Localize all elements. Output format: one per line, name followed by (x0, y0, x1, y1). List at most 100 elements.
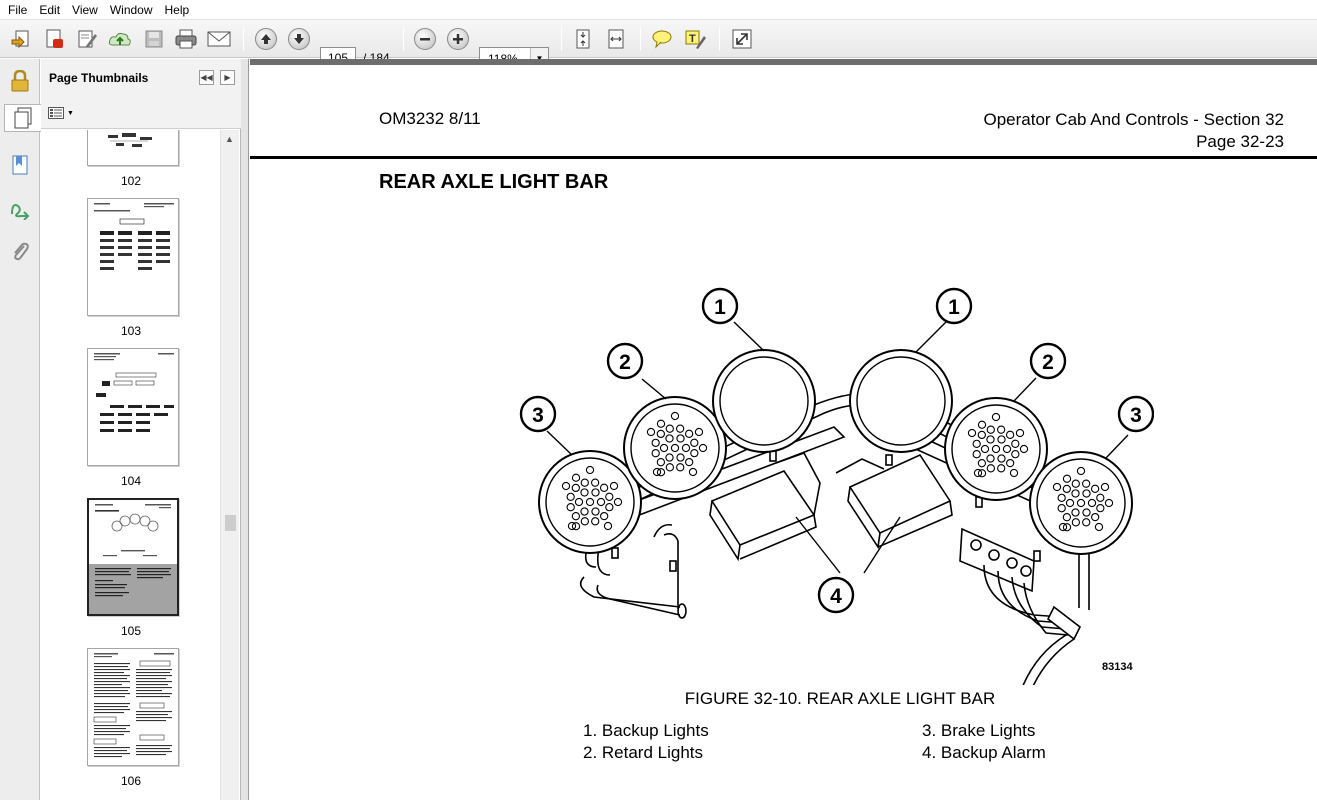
lamp-led (571, 522, 581, 531)
lamp-led (1076, 466, 1086, 476)
lamp-led (1019, 444, 1029, 454)
lamp-led (1081, 479, 1091, 488)
comment-icon[interactable] (648, 25, 676, 53)
collapse-panel-icon[interactable]: ◀◀ (199, 70, 214, 85)
lamp-led (698, 443, 708, 453)
lamp-led (599, 483, 609, 492)
lamp-led (605, 492, 614, 501)
thumbnails-scrollbar[interactable]: ▲ (220, 130, 239, 800)
thumbnail-page-104[interactable] (87, 348, 179, 466)
thumbnail-page-103[interactable] (87, 198, 179, 316)
lamp-led (684, 429, 694, 438)
callout-label: 4 (830, 585, 842, 608)
lamp-led (1062, 474, 1072, 483)
lamp-led (986, 464, 996, 473)
menu-view[interactable]: View (72, 2, 98, 17)
lamp-led (1104, 498, 1114, 508)
lamp-led (1071, 489, 1080, 498)
menu-bar: File Edit View Window Help (0, 0, 1317, 20)
highlight-icon[interactable]: T (681, 25, 709, 53)
lamp-led (591, 507, 600, 516)
bookmarks-icon[interactable] (6, 151, 34, 179)
lamp-led (690, 438, 699, 447)
thumbnails-header: Page Thumbnails ◀◀ ▶ (41, 59, 241, 97)
next-page-button[interactable] (285, 25, 313, 53)
lamp-led (688, 467, 698, 477)
lamp-led (1096, 503, 1105, 513)
lamp-led (1076, 498, 1086, 508)
save-icon[interactable] (140, 25, 168, 53)
menu-help[interactable]: Help (164, 2, 190, 17)
scroll-up-icon[interactable]: ▲ (225, 134, 234, 144)
lamp-led (977, 459, 987, 468)
callout-label: 1 (714, 296, 726, 319)
thumbnail-label: 104 (120, 474, 142, 488)
lamp-led (613, 497, 623, 507)
callout-label: 2 (1042, 351, 1054, 374)
lamp-led (652, 467, 662, 477)
panel-menu-icon[interactable]: ▶ (220, 70, 235, 85)
lamp-led (670, 411, 680, 421)
lamp-led (596, 497, 606, 507)
lamp-led (566, 492, 575, 502)
lock-icon[interactable] (6, 67, 34, 95)
thumbnail-page-106[interactable] (87, 648, 179, 766)
print-icon[interactable] (172, 25, 200, 53)
menu-window[interactable]: Window (109, 2, 153, 17)
lamp-led (977, 469, 987, 478)
lamp-led (1065, 498, 1075, 508)
callout-label: 2 (619, 351, 631, 374)
create-icon[interactable] (7, 25, 35, 53)
lamp-led (675, 424, 685, 433)
lamp-led (1002, 444, 1012, 454)
page-header-left: OM3232 8/11 (379, 109, 481, 128)
zoom-in-button[interactable] (444, 25, 472, 53)
menu-file[interactable]: File (8, 2, 28, 17)
lamp-led (580, 488, 589, 497)
toolbar: / 184 118% ▼ T (0, 20, 1317, 69)
thumbnail-page-105[interactable] (87, 498, 179, 616)
fit-width-icon[interactable] (602, 25, 630, 53)
thumbnail-label: 105 (120, 624, 142, 638)
lamp-led (1057, 493, 1066, 503)
lamp-led (1062, 513, 1072, 522)
scrollbar-thumb[interactable] (225, 515, 236, 531)
lamp-led (1091, 512, 1100, 522)
thumbnail-options-button[interactable]: ▼ (48, 105, 76, 121)
fit-page-icon[interactable] (569, 25, 597, 53)
zoom-out-icon (414, 28, 436, 50)
thumbnail-page-102[interactable] (87, 130, 179, 166)
lamp-led (1082, 508, 1091, 517)
callout-label: 1 (948, 296, 960, 319)
list-options-icon (48, 107, 64, 119)
callout-label: 3 (1130, 404, 1142, 427)
lamp-led (600, 511, 609, 521)
lamp-led (1100, 482, 1110, 492)
lamp-led (665, 453, 674, 462)
thumbnail-label: 102 (120, 174, 142, 188)
print-to-pdf-icon[interactable] (40, 25, 68, 53)
upload-icon[interactable] (106, 25, 134, 53)
menu-edit[interactable]: Edit (39, 2, 61, 17)
lamp-led (1071, 518, 1081, 527)
lamp-led (603, 521, 613, 531)
lamp-led (967, 428, 977, 438)
email-icon[interactable] (205, 25, 233, 53)
lamp-led (980, 444, 990, 454)
lamp-led (580, 517, 590, 526)
lamp-led (585, 497, 595, 507)
pages-icon[interactable] (4, 104, 41, 132)
zoom-out-button[interactable] (411, 25, 439, 53)
attachments-icon[interactable] (6, 237, 34, 265)
previous-page-button[interactable] (252, 25, 280, 53)
lamp-led (1057, 504, 1066, 513)
thumbnails-options-bar: ▼ (41, 97, 241, 129)
expand-icon[interactable] (728, 25, 756, 53)
edit-icon[interactable] (73, 25, 101, 53)
signatures-icon[interactable] (6, 195, 34, 223)
panel-splitter[interactable] (241, 59, 249, 800)
previous-page-icon (255, 28, 277, 50)
lamp-led (1087, 498, 1097, 508)
lamp-led (670, 443, 680, 453)
lamp-led (1011, 449, 1020, 459)
